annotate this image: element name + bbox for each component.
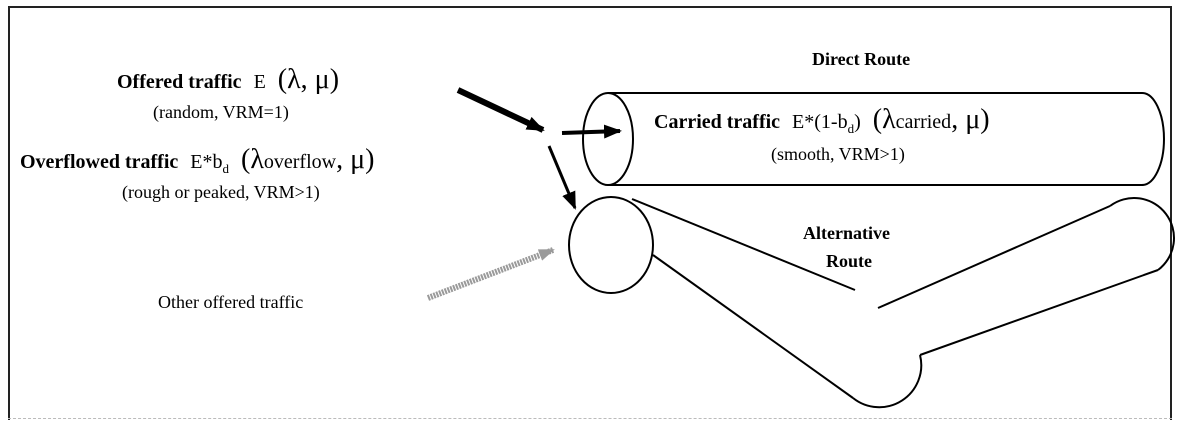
figure-frame bbox=[8, 6, 1172, 420]
other-traffic-arrow bbox=[426, 247, 555, 301]
offered-traffic-label: Offered traffic E (λ, μ) bbox=[117, 64, 340, 95]
alternative-route-title-line1: Alternative bbox=[803, 223, 890, 243]
other-offered-traffic-label: Other offered traffic bbox=[158, 292, 304, 312]
offered-params: (λ, μ) bbox=[277, 64, 340, 95]
direct-route-pipe bbox=[582, 92, 1165, 186]
carried-arrow bbox=[561, 124, 622, 139]
overflow-traffic-label: Overflowed traffic E*bd (λoverflow, μ) bbox=[20, 144, 375, 176]
offered-arrow bbox=[456, 87, 545, 133]
alternative-route-pipe bbox=[568, 196, 1175, 409]
offered-traffic-desc: (random, VRM=1) bbox=[153, 102, 289, 122]
direct-route-title: Direct Route bbox=[812, 49, 911, 69]
carried-traffic-label: Carried traffic E*(1-bd) (λcarried, μ) bbox=[654, 104, 990, 136]
alternative-route-title-line2: Route bbox=[826, 251, 872, 271]
overflow-arrow bbox=[547, 145, 577, 210]
overflow-traffic-desc: (rough or peaked, VRM>1) bbox=[122, 182, 320, 202]
carried-traffic-desc: (smooth, VRM>1) bbox=[771, 144, 905, 164]
figure-frame-bottom bbox=[8, 418, 1172, 419]
